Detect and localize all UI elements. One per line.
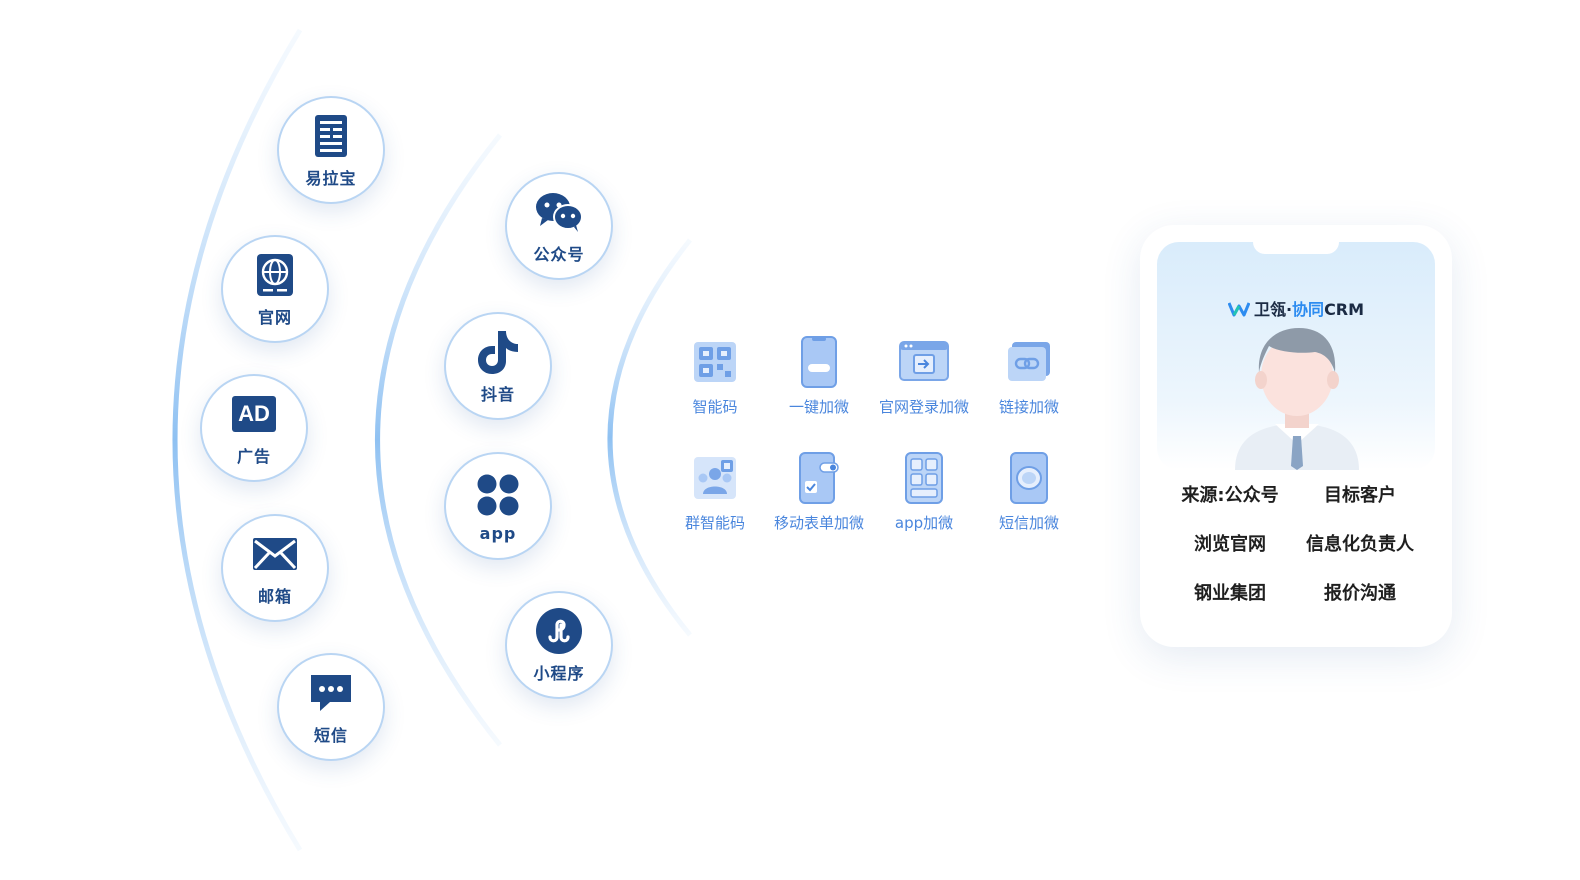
crm-profile-card: 卫瓴·协同CRM 来源:公众号 目标客户 浏览官网 信息化负责人 钢业集团 报价… <box>1140 225 1452 647</box>
tag-browsed-site: 浏览官网 <box>1194 534 1266 555</box>
ad-icon: AD <box>229 389 279 439</box>
mail-icon <box>250 529 300 579</box>
channel-label: 广告 <box>236 447 271 466</box>
feature-one-click: 一键加微 <box>764 334 874 417</box>
rollup-banner-icon <box>306 111 356 161</box>
feature-label: 一键加微 <box>788 398 849 416</box>
brand-accent: 协同 <box>1292 300 1325 319</box>
website-icon <box>250 250 300 300</box>
mini-program-icon <box>534 606 584 656</box>
mobile-form-icon <box>791 450 847 506</box>
brand-logo: 卫瓴·协同CRM <box>1157 296 1435 320</box>
channel-label: 易拉宝 <box>305 169 357 188</box>
sms-bubble-icon <box>1001 450 1057 506</box>
link-icon <box>1001 334 1057 390</box>
douyin-icon <box>473 327 523 377</box>
channel-node-rollup: 易拉宝 <box>277 96 385 204</box>
app-icon <box>473 470 523 520</box>
feature-site-login: 官网登录加微 <box>869 334 979 417</box>
feature-app: app加微 <box>869 450 979 533</box>
channel-node-sms: 短信 <box>277 653 385 761</box>
brand-suffix: CRM <box>1324 300 1365 319</box>
channel-node-app: app <box>444 452 552 560</box>
channel-label: 邮箱 <box>257 587 292 606</box>
channel-node-website: 官网 <box>221 235 329 343</box>
sms-icon <box>306 668 356 718</box>
middle-arc <box>375 133 502 747</box>
qr-code-icon <box>687 334 743 390</box>
card-header: 卫瓴·协同CRM <box>1157 242 1435 470</box>
tag-it-lead: 信息化负责人 <box>1306 534 1414 555</box>
channel-node-mini-program: 小程序 <box>505 591 613 699</box>
brand-w-icon <box>1227 302 1251 317</box>
channel-label: 官网 <box>257 308 292 327</box>
channel-label: 短信 <box>313 726 348 745</box>
feature-smart-code: 智能码 <box>660 334 770 417</box>
phone-button-icon <box>791 334 847 390</box>
feature-label: app加微 <box>894 514 954 532</box>
tag-steel-group: 钢业集团 <box>1194 583 1266 604</box>
feature-label: 群智能码 <box>684 514 745 532</box>
outer-arc <box>172 28 303 852</box>
app-grid-icon <box>896 450 952 506</box>
feature-label: 官网登录加微 <box>878 398 969 416</box>
person-avatar <box>1235 328 1359 470</box>
tag-source: 来源:公众号 <box>1181 485 1279 506</box>
channel-node-mail: 邮箱 <box>221 514 329 622</box>
channel-node-douyin: 抖音 <box>444 312 552 420</box>
channel-label: 抖音 <box>480 385 515 404</box>
brand-name: 卫瓴 <box>1253 300 1286 319</box>
tag-quote: 报价沟通 <box>1324 583 1396 604</box>
group-qr-icon <box>687 450 743 506</box>
feature-label: 移动表单加微 <box>773 514 864 532</box>
tag-target-customer: 目标客户 <box>1324 485 1396 506</box>
channel-node-wechat: 公众号 <box>505 172 613 280</box>
brand-dot: · <box>1285 300 1293 319</box>
feature-mobile-form: 移动表单加微 <box>764 450 874 533</box>
wechat-icon <box>534 187 584 237</box>
feature-group-code: 群智能码 <box>660 450 770 533</box>
feature-label: 链接加微 <box>998 398 1059 416</box>
channel-node-ad: AD 广告 <box>200 374 308 482</box>
feature-label: 短信加微 <box>998 514 1059 532</box>
inner-arc <box>607 238 692 637</box>
channel-label: 小程序 <box>533 664 585 683</box>
feature-sms: 短信加微 <box>974 450 1084 533</box>
ad-icon-text: AD <box>232 396 276 432</box>
channel-label: 公众号 <box>533 245 585 264</box>
feature-link: 链接加微 <box>974 334 1084 417</box>
browser-login-icon <box>896 334 952 390</box>
feature-label: 智能码 <box>692 398 738 416</box>
phone-notch <box>1253 242 1339 254</box>
channel-label: app <box>479 523 517 543</box>
